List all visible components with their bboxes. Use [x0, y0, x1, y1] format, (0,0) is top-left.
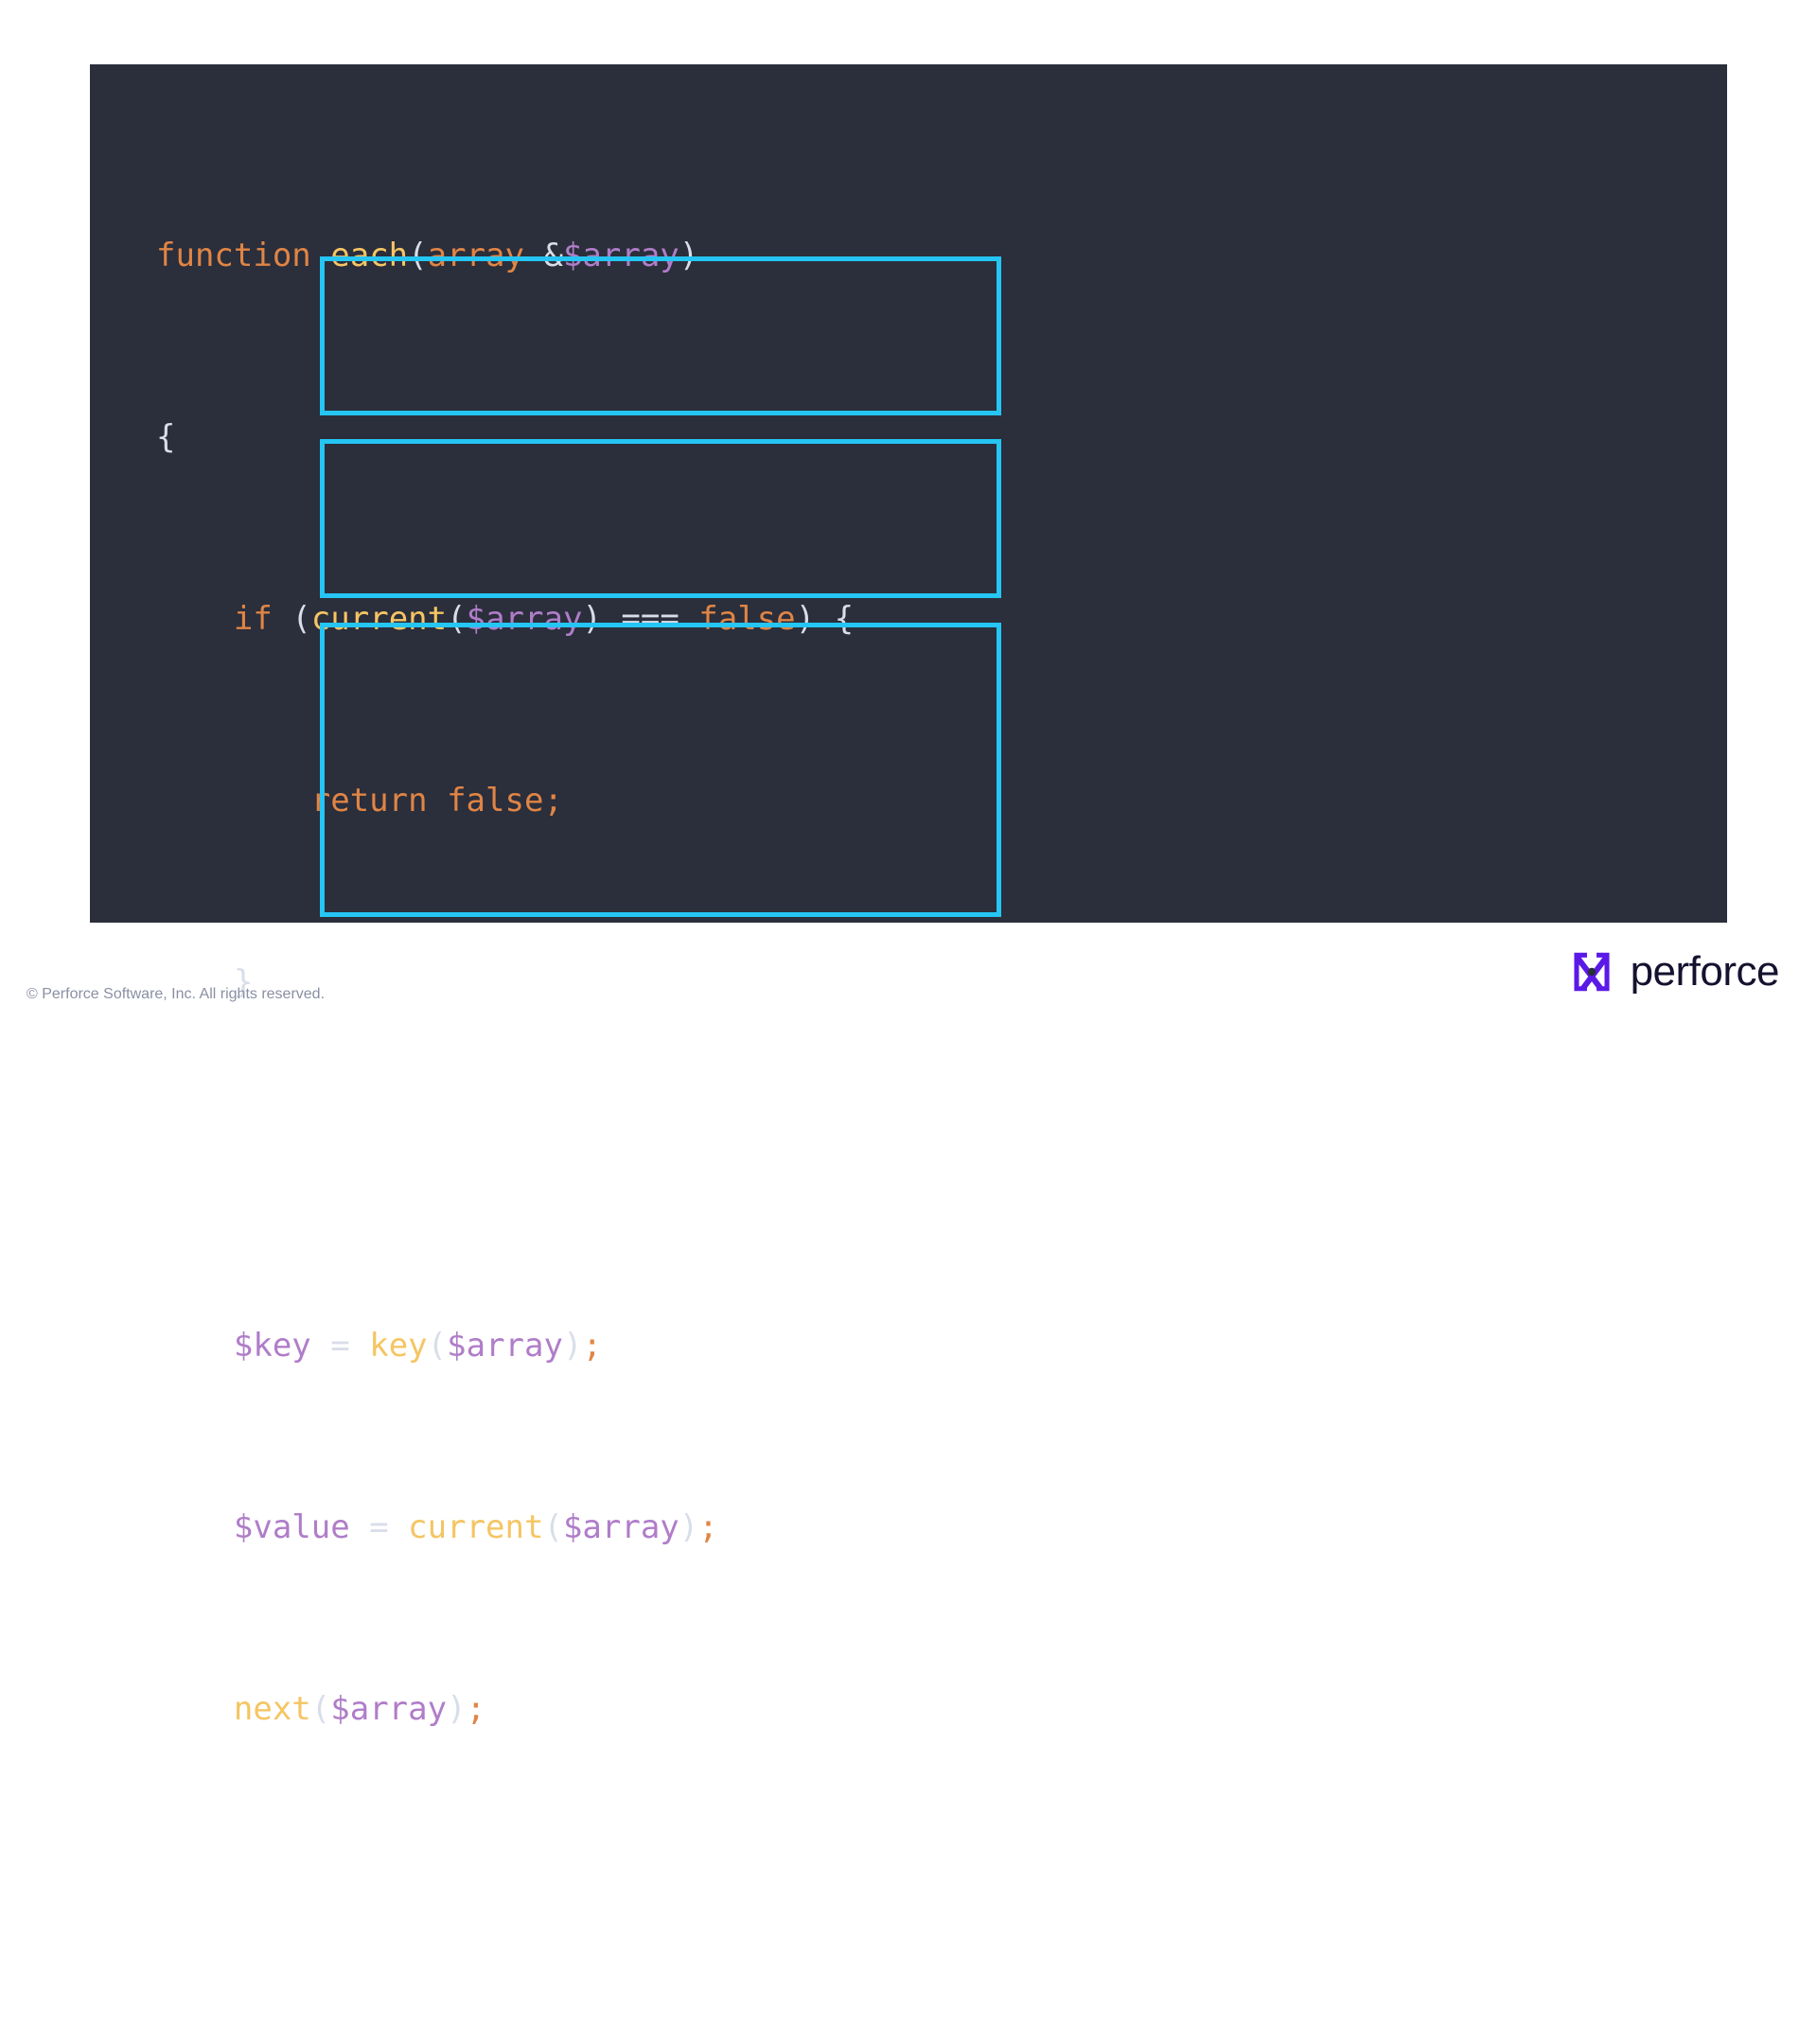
- token-variable: $array: [447, 1327, 563, 1365]
- code-line: }: [156, 960, 854, 1005]
- token-punctuation: (: [543, 1508, 563, 1546]
- token-type: array: [427, 237, 524, 274]
- code-line: $key = key($array);: [156, 1323, 854, 1368]
- token-brace: }: [233, 963, 254, 1001]
- token-punctuation: ): [679, 237, 699, 274]
- token-punctuation: ): [562, 1327, 583, 1365]
- token-boolean: false: [698, 600, 796, 638]
- token-semicolon: ;: [543, 782, 563, 819]
- token-function-name: current: [408, 1508, 544, 1546]
- token-punctuation: (: [408, 237, 428, 274]
- token-variable: $array: [330, 1690, 448, 1728]
- code-line: return false;: [156, 778, 854, 823]
- token-punctuation: ): [447, 1690, 467, 1728]
- token-keyword: return: [310, 782, 428, 819]
- token-keyword: if: [233, 600, 273, 638]
- token-brace: {: [156, 418, 176, 456]
- token-operator: =: [369, 1508, 389, 1546]
- code-line: next($array);: [156, 1686, 854, 1732]
- token-punctuation: (: [291, 600, 311, 638]
- token-semicolon: ;: [582, 1327, 602, 1365]
- code-line: function each(array &$array): [156, 233, 854, 278]
- token-semicolon: ;: [466, 1690, 486, 1728]
- code-line-blank: [156, 1141, 854, 1187]
- code-line-blank: [156, 1868, 854, 1913]
- brand-wordmark: perforce: [1630, 948, 1780, 995]
- token-punctuation: ): [679, 1508, 699, 1546]
- token-function-name: current: [310, 600, 448, 638]
- token-punctuation: (: [310, 1690, 331, 1728]
- token-variable: $array: [466, 600, 583, 638]
- token-function-name: key: [369, 1327, 428, 1365]
- token-variable: $array: [562, 237, 679, 274]
- perforce-logo-icon: [1574, 952, 1610, 992]
- token-keyword: function: [156, 237, 311, 274]
- token-variable: $value: [233, 1508, 350, 1546]
- code-line: $value = current($array);: [156, 1505, 854, 1550]
- code-listing: function each(array &$array) { if (curre…: [156, 97, 854, 2044]
- token-operator: =: [330, 1327, 350, 1365]
- copyright-notice: © Perforce Software, Inc. All rights res…: [26, 986, 326, 1002]
- code-line: if (current($array) === false) {: [156, 596, 854, 642]
- token-punctuation: ): [582, 600, 602, 638]
- token-operator: ===: [621, 600, 679, 638]
- perforce-logo: perforce: [1566, 946, 1780, 997]
- token-boolean: false: [447, 782, 544, 819]
- token-semicolon: ;: [698, 1508, 718, 1546]
- token-brace: {: [834, 600, 855, 638]
- token-punctuation: (: [427, 1327, 448, 1365]
- token-punctuation: ): [795, 600, 816, 638]
- code-line: {: [156, 414, 854, 460]
- token-variable: $key: [233, 1327, 311, 1365]
- code-panel: function each(array &$array) { if (curre…: [90, 64, 1727, 1728]
- token-function-name: next: [233, 1690, 311, 1728]
- token-function-name: each: [330, 237, 409, 274]
- token-punctuation: (: [447, 600, 467, 638]
- token-reference: &: [543, 237, 563, 274]
- token-variable: $array: [562, 1508, 679, 1546]
